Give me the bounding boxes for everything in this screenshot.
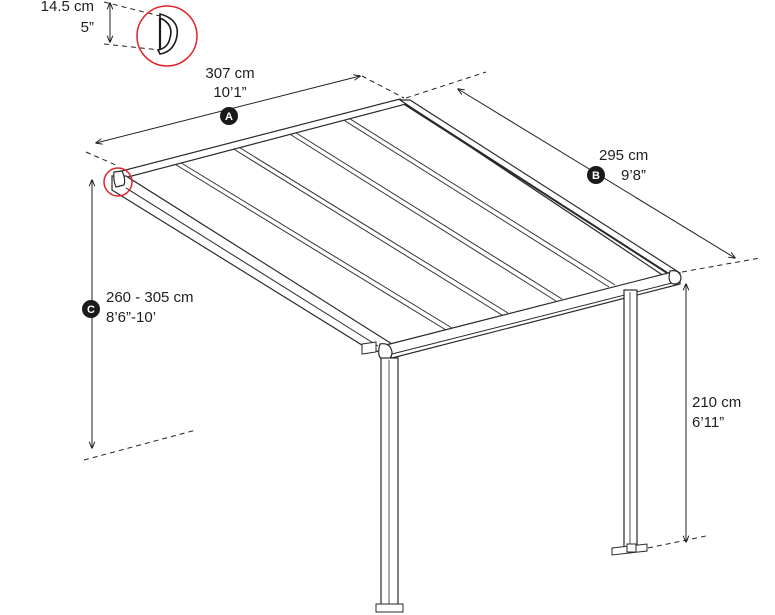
profile-section-shape <box>156 12 179 55</box>
dimension-c: C 260 - 305 cm 8’6”-10’ <box>82 180 197 461</box>
dimension-a: A 307 cm 10’1” <box>85 65 405 167</box>
profile-highlight-circle <box>136 5 198 67</box>
badge-c-label: C <box>87 304 95 316</box>
dimension-b-imperial: 9’8” <box>621 167 646 184</box>
front-right-end-cap <box>668 270 682 285</box>
badge-a-label: A <box>225 111 233 123</box>
dimension-a-imperial: 10’1” <box>213 84 246 101</box>
profile-callout: 14.5 cm 5” <box>41 0 198 67</box>
front-right-post <box>623 289 638 549</box>
badge-c <box>82 300 100 318</box>
post-bracket <box>361 341 377 355</box>
dimension-b: B 295 cm 9’8” <box>405 71 761 273</box>
left-rafter-inner-line <box>125 187 379 347</box>
badge-b-label: B <box>592 170 600 182</box>
pergola-roof <box>111 98 682 361</box>
dimension-c-metric: 260 - 305 cm <box>106 289 194 306</box>
dimension-a-metric: 307 cm <box>205 65 254 82</box>
front-left-post-foot <box>375 603 404 613</box>
dimension-b-metric: 295 cm <box>599 147 648 164</box>
wall-mount-end-profile <box>113 170 126 188</box>
pergola-posts <box>375 289 648 613</box>
post-height-imperial: 6’11” <box>692 414 724 431</box>
front-left-post <box>380 357 399 609</box>
badge-b <box>587 166 605 184</box>
badge-a <box>220 107 238 125</box>
dimension-post-height: 210 cm 6’11” <box>647 284 741 549</box>
post-height-metric: 210 cm <box>692 394 741 411</box>
dimension-c-imperial: 8’6”-10’ <box>106 309 156 326</box>
profile-imperial: 5” <box>81 19 94 36</box>
wall-mount-highlight-circle <box>103 167 133 197</box>
profile-metric: 14.5 cm <box>41 0 94 15</box>
